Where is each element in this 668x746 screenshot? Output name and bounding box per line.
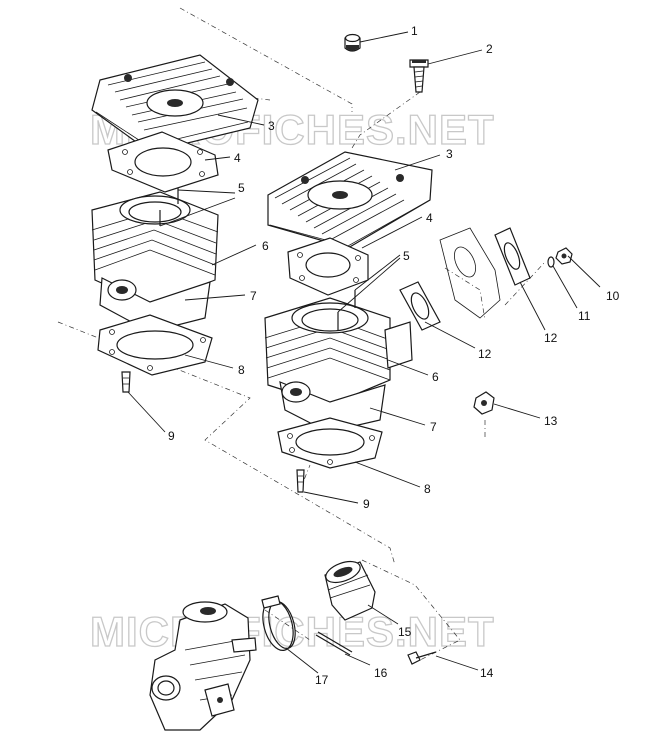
leader-lines [127,31,601,674]
part-pin [315,631,353,656]
callout-16: 16 [374,666,388,680]
callout-17: 17 [315,673,329,687]
callout-7-right: 7 [430,420,437,434]
callout-12-right: 12 [544,331,558,345]
part-exhaust-gasket-center [399,281,441,331]
part-cap-nut [344,33,361,52]
callout-7-left: 7 [250,289,257,303]
callout-8-right: 8 [424,482,431,496]
callout-2: 2 [486,42,493,56]
part-washer-11 [547,256,555,268]
part-head-bolt [409,59,429,93]
callout-12-center: 12 [478,347,492,361]
callout-9-right: 9 [363,497,370,511]
part-head-gasket-right [287,237,369,296]
callout-6-right: 6 [432,370,439,384]
callout-8-left: 8 [238,363,245,377]
part-base-gasket-left [97,314,213,376]
callout-9-left: 9 [168,429,175,443]
callout-labels: 1 2 3 4 5 6 7 8 9 3 4 5 6 7 8 9 10 11 12… [168,24,620,687]
callout-15: 15 [398,625,412,639]
part-stud-left [121,371,131,393]
callout-5-right: 5 [403,249,410,263]
part-cylinder-left [91,188,219,333]
part-exhaust-gasket-right [494,227,531,286]
callout-4-left: 4 [234,151,241,165]
callout-1: 1 [411,24,418,38]
callout-4-right: 4 [426,211,433,225]
part-clamp [261,595,296,651]
callout-13: 13 [544,414,558,428]
part-base-gasket-right [277,417,383,469]
part-cylinder-head-right [267,151,433,249]
part-bolt-14 [407,651,437,665]
part-head-gasket-left [107,131,219,193]
callout-3-left: 3 [268,119,275,133]
part-nut-13 [473,391,495,415]
part-intake-boot [324,560,376,621]
part-cylinder-right [264,290,413,433]
part-carburetor [149,601,257,731]
part-nut-10 [555,247,573,265]
callout-6-left: 6 [262,239,269,253]
watermark-bottom: MICROFICHES.NET [90,608,495,655]
callout-14: 14 [480,666,494,680]
callout-5-left: 5 [238,181,245,195]
callout-3-right: 3 [446,147,453,161]
callout-10: 10 [606,289,620,303]
callout-11: 11 [578,309,591,323]
part-stud-right [296,469,305,493]
part-exhaust-manifold [439,227,501,319]
part-cylinder-head-left [91,54,259,153]
